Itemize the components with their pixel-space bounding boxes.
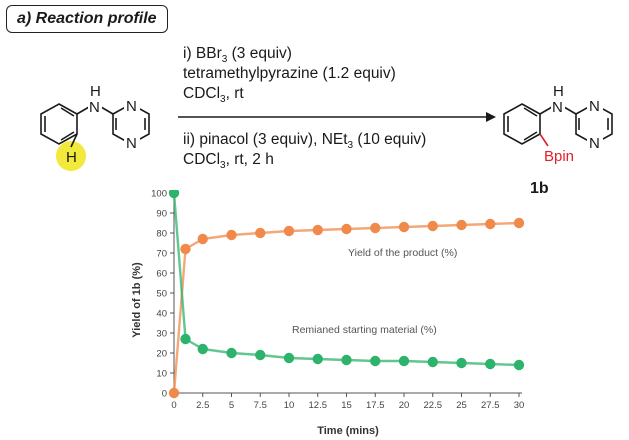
product-pyrimidine-n-bottom: N [589, 135, 600, 152]
product-nh-n-atom: N [552, 99, 563, 116]
pyrimidine-n-top: N [126, 98, 137, 115]
y-tick-label: 100 [151, 190, 167, 200]
data-point-series-1 [398, 355, 410, 367]
y-tick-label: 0 [162, 389, 167, 400]
data-point-series-1 [168, 190, 180, 199]
x-tick-label: 20 [399, 400, 410, 411]
data-point-series-0 [255, 227, 266, 239]
series-line-1 [172, 192, 520, 367]
data-point-series-1 [255, 349, 266, 361]
step2-line1: ii) pinacol (3 equiv), NEt3 (10 equiv) [183, 131, 427, 152]
y-tick-label: 70 [156, 249, 167, 260]
nh-h-atom: H [90, 83, 101, 100]
y-tick-label: 50 [156, 289, 167, 300]
data-point-series-0 [180, 243, 191, 255]
y-tick-label: 60 [156, 269, 167, 280]
data-point-series-1 [427, 356, 438, 368]
data-point-series-0 [312, 224, 323, 236]
product-pyrimidine-n-top: N [589, 98, 600, 115]
data-point-series-0 [370, 222, 381, 234]
data-point-series-0 [513, 217, 525, 229]
x-tick-label: 2.5 [196, 400, 209, 411]
series-points [168, 190, 525, 399]
yield-chart: 0 10 20 30 40 50 60 70 80 90 100 0 2.5 5 7.5 10 12.5 15 1… [131, 190, 525, 437]
panel-label: a) Reaction profile [6, 5, 168, 33]
x-tick-label: 22.5 [424, 400, 443, 411]
x-ticks: 0 2.5 5 7.5 10 12.5 15 17.5 20 22.5 25 27.5 30 [171, 393, 524, 411]
highlight-circle [56, 141, 86, 171]
data-point-series-1 [312, 353, 323, 365]
data-point-series-0 [226, 229, 237, 241]
data-point-series-0 [341, 223, 352, 235]
panel-label-text: a) Reaction profile [17, 10, 157, 27]
step1-line3: CDCl3, rt [183, 85, 244, 106]
x-tick-label: 12.5 [309, 400, 328, 411]
data-point-series-1 [370, 355, 381, 367]
data-point-series-1 [513, 359, 525, 371]
reaction-scheme: N H N N H N H N N Bpin [40, 83, 613, 171]
x-tick-label: 7.5 [254, 400, 267, 411]
data-point-series-0 [398, 221, 410, 233]
data-point-series-1 [341, 354, 352, 366]
data-point-series-0 [427, 220, 438, 232]
x-tick-label: 17.5 [366, 400, 385, 411]
y-tick-label: 20 [156, 349, 167, 360]
data-point-series-1 [283, 352, 295, 364]
bpin-group: Bpin [544, 148, 574, 165]
y-ticks: 0 10 20 30 40 50 60 70 80 90 100 [151, 190, 174, 400]
arrow-head-icon [486, 112, 496, 122]
y-tick-label: 40 [156, 309, 167, 320]
x-tick-label: 15 [341, 400, 352, 411]
series-line-0 [172, 221, 520, 394]
product-nh-h-atom: H [553, 83, 564, 100]
x-tick-label: 30 [514, 400, 525, 411]
data-point-series-1 [180, 333, 191, 345]
x-tick-label: 25 [456, 400, 467, 411]
data-point-series-0 [197, 233, 208, 245]
pyrimidine-n-bottom: N [126, 135, 137, 152]
data-point-series-0 [485, 218, 496, 230]
data-point-series-1 [485, 358, 496, 370]
y-axis-title: Yield of 1b (%) [131, 262, 143, 338]
x-tick-label: 10 [284, 400, 295, 411]
ortho-h-atom: H [66, 149, 77, 166]
data-point-series-0 [283, 225, 295, 237]
nh-n-atom: N [89, 99, 100, 116]
starting-material-series-annotation: Remianed starting material (%) [292, 324, 437, 336]
step1-line2: tetramethylpyrazine (1.2 equiv) [183, 65, 396, 82]
product-series-annotation: Yield of the product (%) [348, 247, 457, 259]
x-tick-label: 27.5 [481, 400, 500, 411]
data-point-series-1 [197, 343, 208, 355]
y-tick-label: 90 [156, 209, 167, 220]
y-tick-label: 80 [156, 229, 167, 240]
step1-line1: i) BBr3 (3 equiv) [183, 45, 292, 66]
data-point-series-0 [456, 219, 467, 231]
data-point-series-0 [168, 387, 180, 399]
x-axis-title: Time (mins) [317, 425, 379, 437]
data-point-series-1 [456, 357, 467, 369]
data-point-series-1 [226, 347, 237, 359]
step2-line2: CDCl3, rt, 2 h [183, 151, 274, 172]
x-tick-label: 0 [171, 400, 176, 411]
starting-material [40, 103, 150, 171]
product-label: 1b [530, 180, 549, 197]
y-tick-label: 10 [156, 369, 167, 380]
y-tick-label: 30 [156, 329, 167, 340]
x-tick-label: 5 [229, 400, 234, 411]
